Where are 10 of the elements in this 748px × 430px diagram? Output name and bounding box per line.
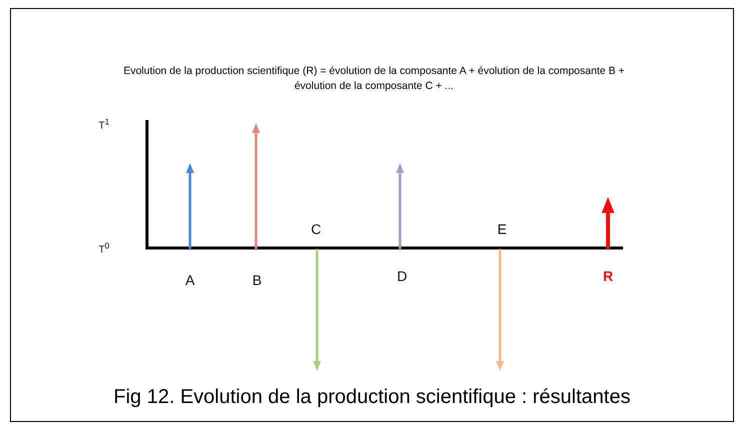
component-label: B xyxy=(252,272,262,288)
title: Evolution de la production scientifique (R) = évolution de la composante A + évolution de la composante B + évolution de la composante C + ... xyxy=(122,64,626,94)
component-label: E xyxy=(497,221,507,237)
axis-label: T$^{1}$ xyxy=(98,116,110,132)
component-label: D xyxy=(396,268,408,284)
component-label: C xyxy=(310,221,322,237)
component-label: A xyxy=(185,272,195,288)
axis-label: T$^{0}$ xyxy=(98,240,110,256)
result-label: R xyxy=(602,268,614,284)
caption: Fig 12. Evolution de la production scientifique : résultantes xyxy=(112,386,632,409)
